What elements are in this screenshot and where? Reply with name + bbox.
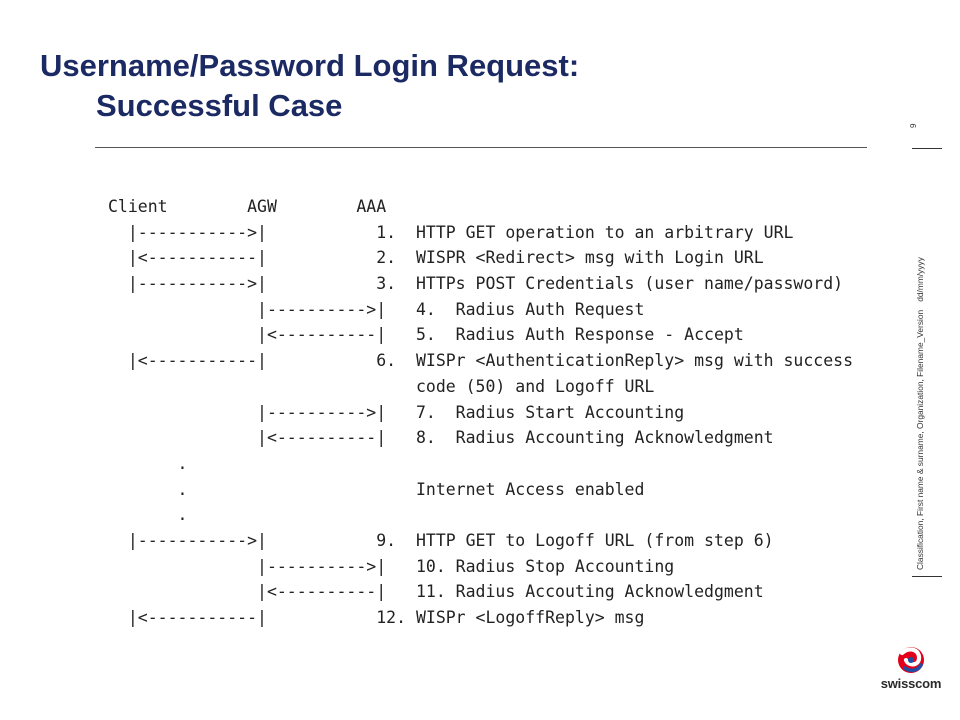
sequence-line: |---------->| 4. Radius Auth Request (108, 299, 645, 319)
sequence-header: Client AGW AAA (108, 197, 387, 216)
swisscom-logo: swisscom (876, 642, 946, 704)
page-number: 9 (909, 123, 918, 128)
title-divider (95, 147, 867, 148)
sequence-line: |<-----------| 6. WISPr <AuthenticationR… (108, 351, 854, 371)
sequence-line: |<-----------| 2. WISPR <Redirect> msg w… (108, 248, 764, 268)
slide-title-line1: Username/Password Login Request: (40, 48, 580, 83)
sequence-line: code (50) and Logoff URL (108, 376, 655, 396)
sequence-line: |---------->| 7. Radius Start Accounting (108, 402, 685, 422)
swisscom-lifeform-icon (898, 647, 924, 673)
sequence-line: . Internet Access enabled (108, 479, 645, 499)
side-divider-top (912, 148, 942, 149)
footer-meta-text: Classification, First name & surname, Or… (915, 309, 925, 570)
brand-wordmark: swisscom (880, 676, 942, 691)
sequence-line: . (108, 505, 188, 525)
sequence-line: |----------->| 9. HTTP GET to Logoff URL… (108, 530, 774, 550)
sequence-line: |----------->| 1. HTTP GET operation to … (108, 222, 794, 242)
sequence-line: |<----------| 8. Radius Accounting Ackno… (108, 428, 774, 448)
sequence-line: |<----------| 11. Radius Accouting Ackno… (108, 582, 764, 602)
sequence-diagram: Client AGW AAA |----------->| 1. HTTP GE… (108, 194, 853, 631)
slide-title: Username/Password Login Request: Success… (40, 46, 880, 126)
sequence-line: |<----------| 5. Radius Auth Response - … (108, 325, 744, 345)
sequence-line: |<-----------| 12. WISPr <LogoffReply> m… (108, 608, 645, 627)
footer-date: dd/mm/yyyy (915, 257, 925, 302)
sequence-line: |----------->| 3. HTTPs POST Credentials… (108, 274, 844, 294)
side-divider-bottom (912, 576, 942, 577)
slide-title-line2: Successful Case (96, 88, 343, 123)
sequence-line: . (108, 453, 188, 473)
footer-meta: Classification, First name & surname, Or… (915, 257, 925, 570)
sequence-line: |---------->| 10. Radius Stop Accounting (108, 556, 675, 576)
